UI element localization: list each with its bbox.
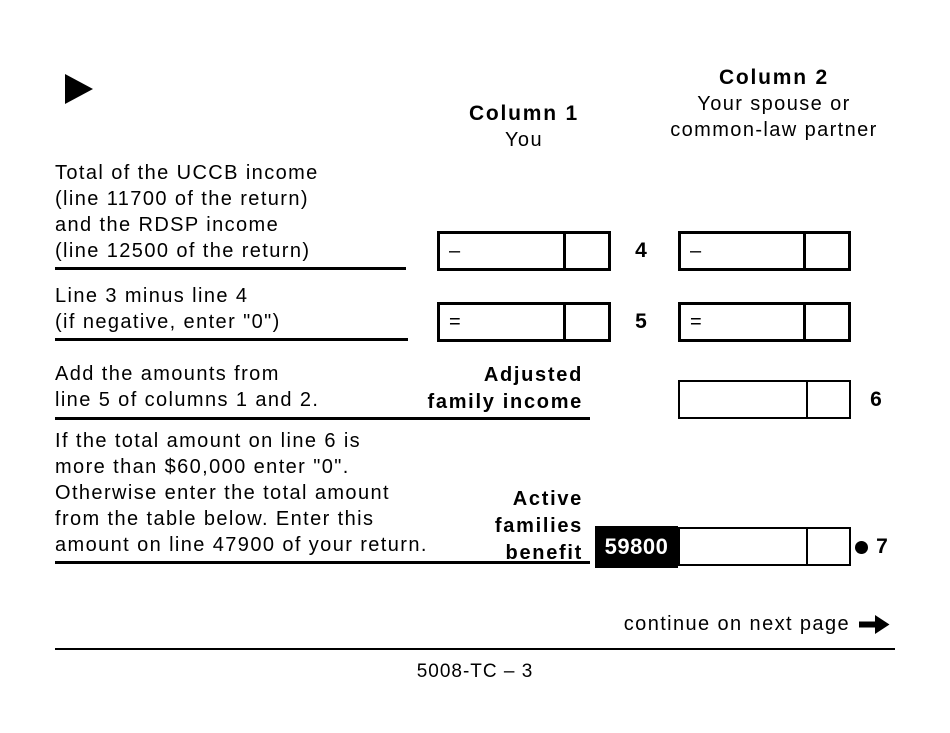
next-page-arrow-icon [859, 614, 890, 635]
line-6-dollars-cell[interactable] [680, 382, 806, 417]
adjusted-family-income-label: Adjusted family income [395, 362, 583, 416]
line-4-description-line: (line 11700 of the return) [55, 188, 309, 210]
line-4-description: Total of the UCCB income (line 11700 of … [55, 160, 319, 264]
column-1-subtitle: You [505, 129, 543, 151]
page-footer: 5008-TC – 3 [416, 661, 534, 682]
column-2-subtitle-line-1: Your spouse or [697, 93, 851, 115]
line-6-description-line: Add the amounts from [55, 363, 280, 385]
section-start-triangle-icon [65, 74, 93, 104]
column-2-title: Column 2 [718, 66, 830, 89]
line-7-cents-cell[interactable] [806, 529, 849, 564]
footer-rule-line [55, 648, 895, 650]
continue-note: continue on next page [450, 613, 890, 636]
line-5-description-line: (if negative, enter "0") [55, 311, 281, 333]
line-4-description-line: and the RDSP income [55, 214, 280, 236]
line-4-col2-dollars-cell[interactable]: – [681, 234, 803, 268]
line-7-dollars-cell[interactable] [680, 529, 806, 564]
line-5-description-line: Line 3 minus line 4 [55, 285, 249, 307]
line-4-number: 4 [635, 239, 647, 262]
separator-line [55, 561, 590, 564]
adjusted-family-income-label-line: Adjusted [483, 364, 583, 386]
active-families-benefit-label-line: families [494, 515, 583, 537]
equals-operator: = [690, 310, 704, 333]
separator-line [55, 338, 408, 341]
line-7-description: If the total amount on line 6 is more th… [55, 428, 428, 558]
line-4-col1-dollars-cell[interactable]: – [440, 234, 563, 268]
line-4-col1-amount-field[interactable]: – [437, 231, 611, 271]
line-7-bullet-icon [855, 541, 868, 554]
active-families-benefit-label-line: benefit [505, 542, 583, 564]
line-6-cents-cell[interactable] [806, 382, 849, 417]
line-5-col1-amount-field[interactable]: = [437, 302, 611, 342]
minus-operator: – [690, 239, 703, 262]
line-6-number: 6 [870, 388, 882, 411]
continue-text: continue on next page [623, 613, 850, 635]
line-5-col1-dollars-cell[interactable]: = [440, 305, 563, 339]
active-families-benefit-label-line: Active [512, 488, 583, 510]
line-6-amount-field[interactable] [678, 380, 851, 419]
line-4-col2-cents-cell[interactable] [803, 234, 848, 268]
line-7-description-line: amount on line 47900 of your return. [55, 534, 428, 556]
line-7-field-code: 59800 [604, 534, 669, 559]
line-7-description-line: Otherwise enter the total amount [55, 482, 390, 504]
minus-operator: – [449, 239, 462, 262]
line-6-description-line: line 5 of columns 1 and 2. [55, 389, 320, 411]
line-4-col2-amount-field[interactable]: – [678, 231, 851, 271]
line-7-number: 7 [876, 535, 888, 558]
column-1-title: Column 1 [468, 102, 580, 125]
line-5-description: Line 3 minus line 4 (if negative, enter … [55, 283, 281, 335]
line-7-description-line: more than $60,000 enter "0". [55, 456, 350, 478]
separator-line [55, 267, 406, 270]
line-7-description-line: If the total amount on line 6 is [55, 430, 362, 452]
line-5-col2-dollars-cell[interactable]: = [681, 305, 803, 339]
line-4-col1-cents-cell[interactable] [563, 234, 608, 268]
line-4-description-line: (line 12500 of the return) [55, 240, 311, 262]
column-1-header: Column 1 You [437, 101, 611, 153]
line-5-col2-cents-cell[interactable] [803, 305, 848, 339]
equals-operator: = [449, 310, 463, 333]
line-4-description-line: Total of the UCCB income [55, 162, 319, 184]
line-5-number: 5 [635, 310, 647, 333]
column-2-subtitle-line-2: common-law partner [670, 119, 878, 141]
active-families-benefit-label: Active families benefit [395, 486, 583, 567]
line-7-field-code-box: 59800 [595, 526, 678, 568]
line-6-description: Add the amounts from line 5 of columns 1… [55, 361, 319, 413]
separator-line [55, 417, 590, 420]
line-7-amount-field[interactable] [678, 527, 851, 566]
line-5-col2-amount-field[interactable]: = [678, 302, 851, 342]
column-2-header: Column 2 Your spouse or common-law partn… [650, 65, 898, 143]
adjusted-family-income-label-line: family income [427, 391, 583, 413]
line-7-description-line: from the table below. Enter this [55, 508, 375, 530]
line-5-col1-cents-cell[interactable] [563, 305, 608, 339]
